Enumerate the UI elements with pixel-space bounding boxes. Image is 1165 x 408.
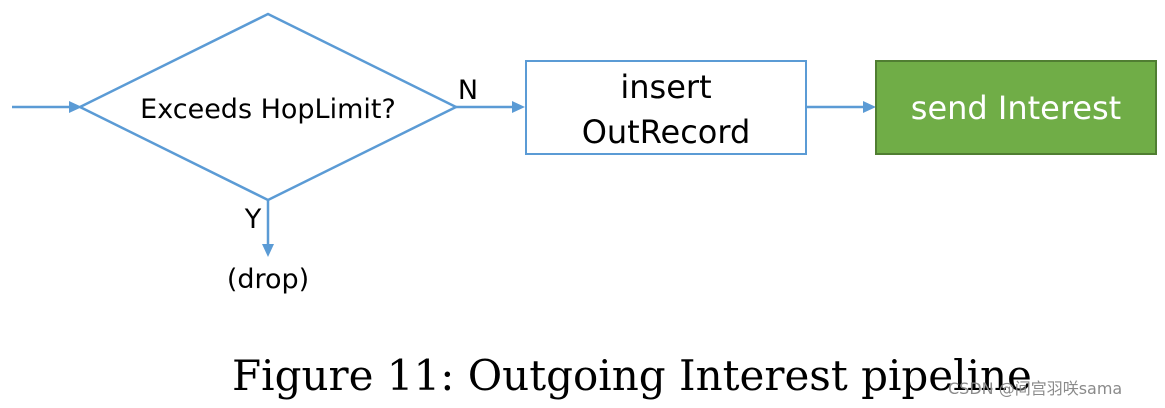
watermark: CSDN @间宫羽咲sama xyxy=(948,379,1123,398)
incoming-arrow xyxy=(12,101,82,113)
send-interest-box xyxy=(875,60,1157,155)
decision-label: Exceeds HopLimit? xyxy=(140,94,396,125)
send-arrow xyxy=(806,101,876,113)
yes-branch-label: Y xyxy=(244,204,262,235)
drop-label: (drop) xyxy=(227,264,309,295)
no-branch-arrow xyxy=(456,101,525,113)
insert-box-line2: OutRecord xyxy=(582,113,751,151)
figure-caption: Figure 11: Outgoing Interest pipeline xyxy=(232,351,1032,400)
send-box-label: send Interest xyxy=(911,89,1121,127)
outgoing-interest-pipeline-diagram: Exceeds HopLimit? N Y (drop) insert OutR… xyxy=(12,12,1157,295)
insert-box-line1: insert xyxy=(620,68,711,106)
no-branch-label: N xyxy=(458,75,478,106)
yes-branch-arrow xyxy=(262,200,274,257)
